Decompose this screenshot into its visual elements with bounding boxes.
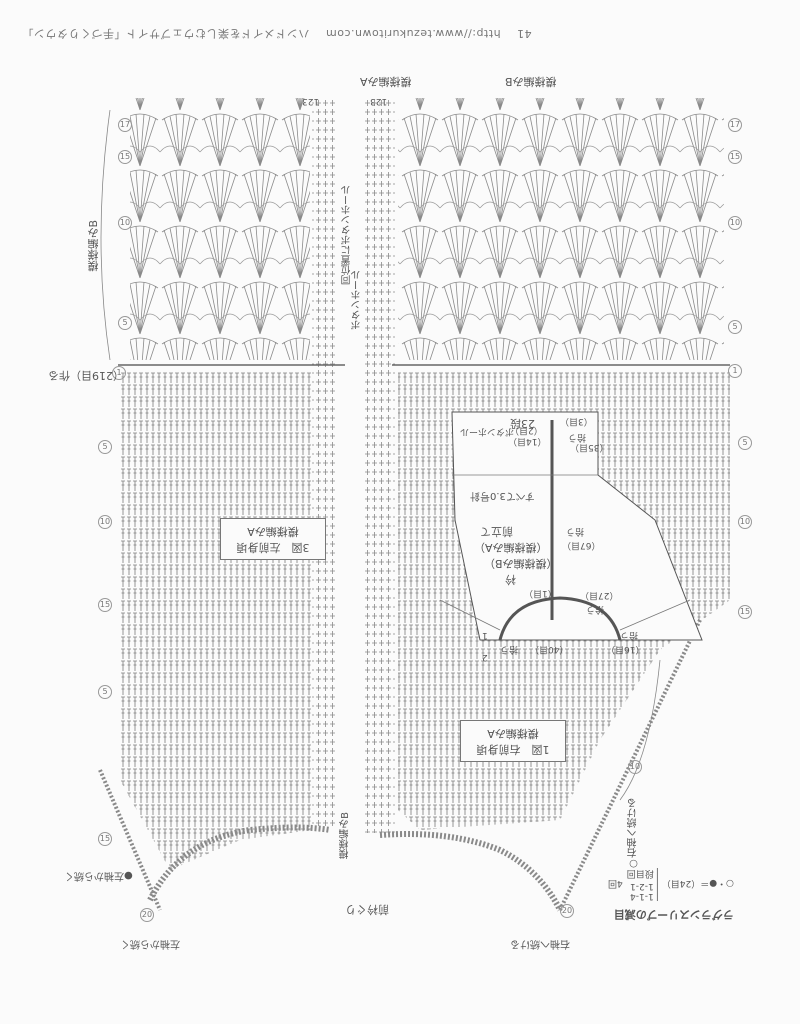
legend-title: ラグランスリーブの減目 [613, 908, 734, 921]
right-figure-title: 1図 右前身頃 模様編みA [460, 720, 566, 762]
overlay-collar-stitch: （模様編みB） [484, 557, 558, 570]
left-side-label: ●左袖から続く [64, 870, 133, 881]
right-side-label: ○右袖へ続ける [628, 798, 639, 869]
legend-formula: ○・●＝（24目） [661, 878, 734, 888]
left-lace-block [130, 98, 310, 360]
overlay-count: （3目） [560, 416, 593, 426]
row-marker: 10 [728, 216, 742, 230]
right-edge-label: 右袖へ続ける [510, 938, 570, 949]
overlay-note: すべて3.0号針 [470, 490, 535, 501]
overlay-count: （16目） [606, 644, 645, 654]
overlay-buttonhole: ボタンホール [460, 426, 515, 436]
overlay-collar: 衿 [505, 573, 516, 586]
left-count-label: （219目）作る [48, 369, 124, 382]
center-vertical-label: ボタンホール [352, 270, 363, 330]
left-figure-title: 3図 左前身頃 模様編みA [220, 518, 326, 560]
row-marker: 5 [98, 440, 112, 454]
left-edge-label: 左袖から続く [120, 938, 180, 949]
row-marker: 15 [98, 832, 112, 846]
overlay-row-num: 2 [482, 652, 488, 662]
overlay-count: （27目） [580, 590, 619, 600]
row-marker: 15 [98, 598, 112, 612]
row-marker: 15 [118, 150, 132, 164]
overlay-pickup: 拾う [500, 644, 519, 654]
row-marker: 20 [560, 904, 574, 918]
overlay-count: （67目） [562, 540, 601, 550]
overlay-row-num: 1 [482, 630, 488, 640]
row-marker: 20 [140, 908, 154, 922]
row-marker: 15 [728, 150, 742, 164]
row-marker: 10 [628, 760, 642, 774]
overlay-count: （40目） [530, 644, 569, 654]
row-marker: 1 [112, 366, 126, 380]
center-bottom-label: 前衿ぐり [345, 903, 389, 916]
row-marker: 15 [738, 605, 752, 619]
overlay-front-band-stitch: （模様編みA） [474, 541, 548, 554]
overlay-pickup: 拾う [568, 432, 587, 442]
top-right-stitch-label: 模様編みB [505, 75, 557, 88]
row-marker: 10 [738, 515, 752, 529]
right-lace-block [398, 98, 724, 360]
overlay-pickup: 拾う [586, 604, 605, 614]
row-marker: 10 [98, 515, 112, 529]
overlay-front-band: 前立て [480, 525, 513, 538]
top-center-stitch-label: 模様編みA [360, 75, 412, 88]
row-marker: 10 [118, 216, 132, 230]
center-plus-column [365, 98, 395, 833]
left-body-block [120, 372, 312, 870]
row-marker: 17 [118, 118, 132, 132]
left-lace-label: 模様編みB [87, 220, 100, 272]
right-top-rows: 123 [370, 96, 388, 106]
overlay-count: （1目） [524, 588, 557, 598]
decrease-legend: ラグランスリーブの減目 ○・●＝（24目） 1-1-4 1-2-1 段目回 4回 [608, 868, 734, 923]
legend-times: 4回 [608, 878, 623, 888]
row-marker: 17 [728, 118, 742, 132]
row-marker: 5 [738, 436, 752, 450]
legend-row: 1-2-1 [630, 881, 654, 891]
legend-row: 段目回 [626, 868, 654, 878]
schematic-outline [451, 411, 703, 641]
overlay-pickup: 拾う [566, 526, 585, 536]
legend-row: 1-1-4 [630, 891, 654, 901]
row-marker: 1 [728, 364, 742, 378]
center-bottom-stitch-label: 模様編みB [340, 812, 351, 859]
left-plus-column [312, 98, 336, 828]
row-marker: 5 [728, 320, 742, 334]
overlay-pickup: 拾う [620, 630, 639, 640]
row-marker: 5 [98, 685, 112, 699]
row-marker: 5 [118, 316, 132, 330]
left-top-rows: 123 [302, 96, 320, 106]
